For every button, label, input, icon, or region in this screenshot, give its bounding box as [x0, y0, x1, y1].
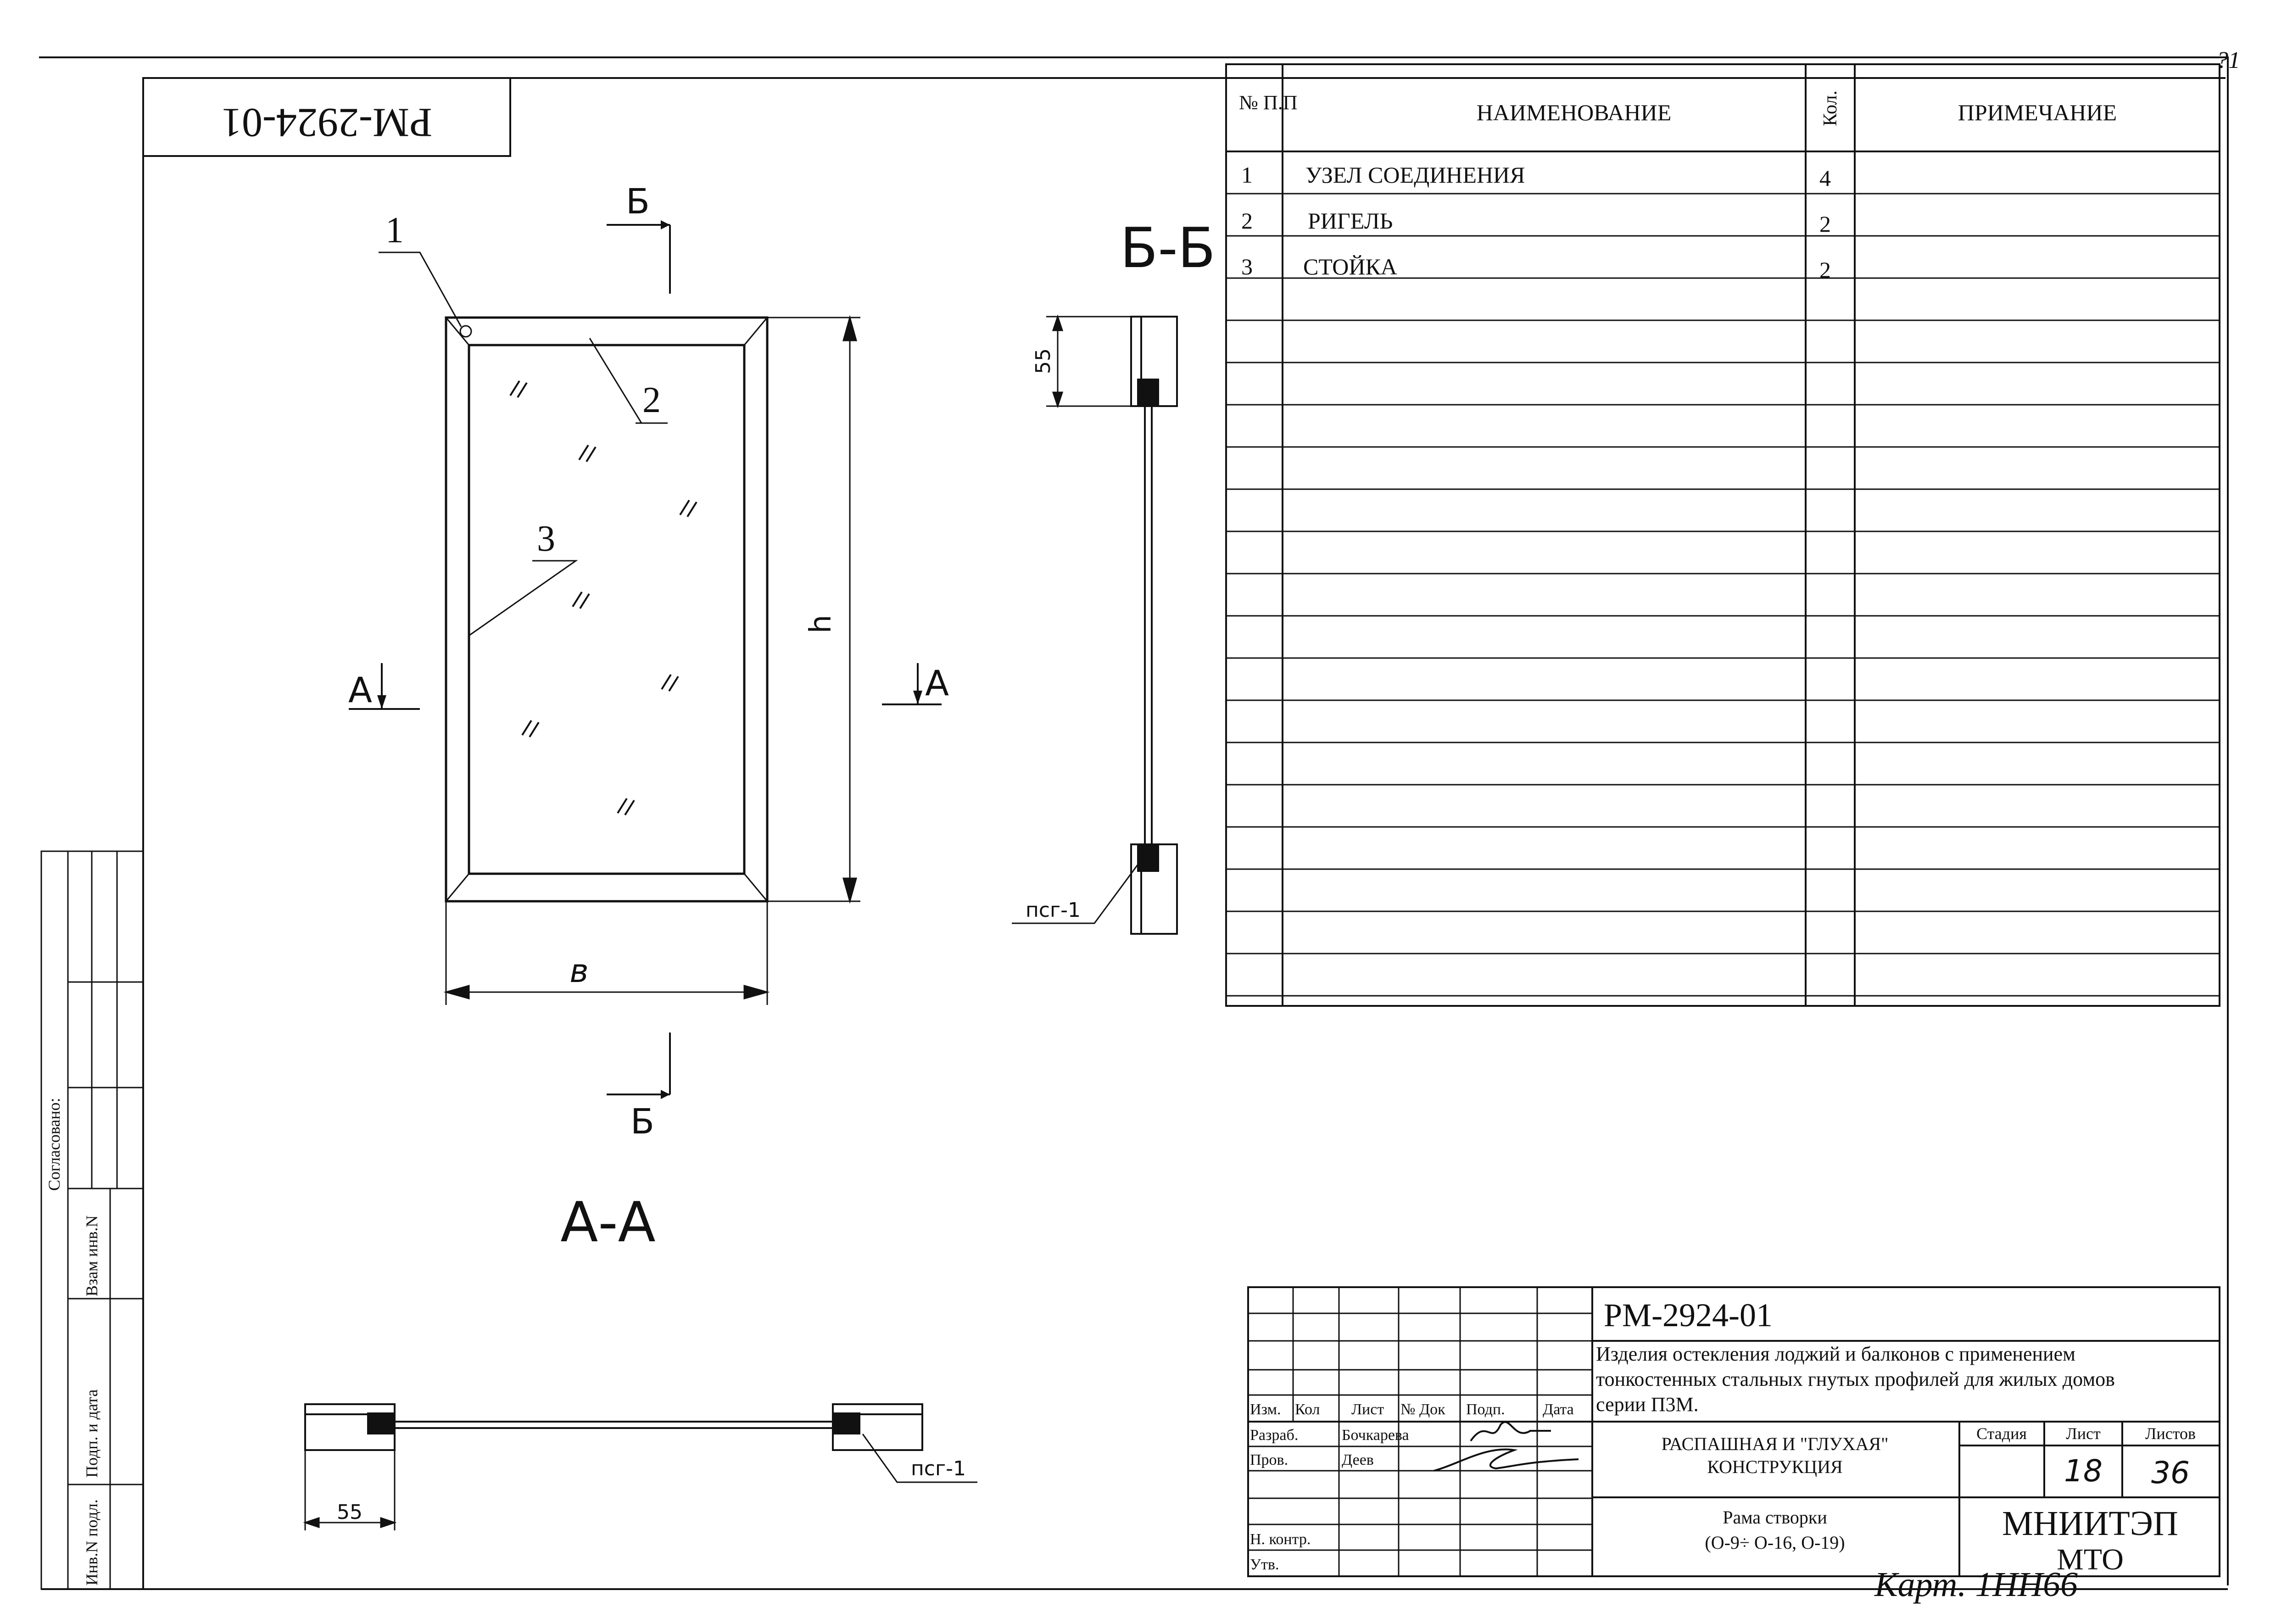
replace-inv-label: Взам инв.N: [83, 1215, 101, 1296]
row-3-qty: 2: [1819, 257, 1831, 283]
callout-3: 3: [537, 519, 555, 559]
col-kol: Кол: [1295, 1401, 1320, 1418]
side-stamp: Согласовано: Взам инв.N Подп. и дата Инв…: [40, 850, 144, 1590]
a-arrow-left: [377, 695, 386, 709]
sheets-label: Листов: [2145, 1424, 2196, 1443]
sheets-value: 36: [2151, 1455, 2190, 1490]
construction-line-2: КОНСТРУКЦИЯ: [1707, 1457, 1842, 1477]
role-approved: Утв.: [1250, 1556, 1279, 1573]
row-3-num: 3: [1241, 254, 1253, 279]
callout-1: 1: [385, 210, 404, 251]
inv-no-label: Инв.N подл.: [83, 1499, 101, 1585]
section-aa-title: А-А: [560, 1191, 655, 1255]
col-header-note: ПРИМЕЧАНИЕ: [1958, 100, 2117, 125]
section-a-left: А: [348, 670, 372, 710]
desc-line-2: тонкостенных стальных гнутых профилей дл…: [1596, 1368, 2115, 1390]
row-2-num: 2: [1241, 208, 1253, 234]
b-arrow-bottom: [661, 1090, 670, 1099]
sign-date-label: Подп. и дата: [83, 1390, 101, 1478]
table-row: 3 СТОЙКА 2: [1241, 254, 1831, 283]
table-row: 1 УЗЕЛ СОЕДИНЕНИЯ 4: [1241, 162, 1831, 191]
col-doc: № Док: [1400, 1401, 1445, 1418]
glass-hatching: [509, 380, 697, 816]
name-checker: Деев: [1342, 1451, 1374, 1468]
dim-55-horizontal: 55: [337, 1501, 363, 1524]
rotated-code: РМ-2924-01: [221, 100, 432, 145]
frame-elevation: 1 2 3 h в Б Б: [348, 181, 949, 1142]
project-description: Изделия остекления лоджий и балконов с п…: [1596, 1343, 2115, 1416]
col-header-name: НАИМЕНОВАНИЕ: [1477, 100, 1672, 125]
section-aa: А-А 55 псг-1: [303, 1191, 977, 1530]
row-1-name: УЗЕЛ СОЕДИНЕНИЯ: [1305, 162, 1525, 188]
col-izm: Изм.: [1250, 1401, 1281, 1418]
item-line-2: (О-9÷ О-16, О-19): [1705, 1532, 1845, 1553]
section-bb-title: Б-Б: [1120, 217, 1216, 280]
seal-bottom: [1137, 844, 1159, 872]
row-2-qty: 2: [1819, 211, 1831, 237]
seal-right: [833, 1412, 860, 1434]
row-3-name: СТОЙКА: [1303, 254, 1397, 279]
col-sign: Подп.: [1466, 1401, 1505, 1418]
table-row: 2 РИГЕЛЬ 2: [1241, 208, 1831, 237]
stage-label: Стадия: [1976, 1424, 2027, 1443]
desc-line-1: Изделия остекления лоджий и балконов с п…: [1596, 1343, 2075, 1365]
col-list: Лист: [1351, 1401, 1384, 1418]
desc-line-3: серии П3М.: [1596, 1393, 1699, 1416]
row-2-name: РИГЕЛЬ: [1308, 208, 1393, 234]
callout-2: 2: [642, 380, 661, 420]
role-developer: Разраб.: [1250, 1427, 1298, 1444]
name-developer: Бочкарева: [1342, 1427, 1409, 1444]
agreed-label: Согласовано:: [45, 1098, 63, 1191]
section-b-bottom: Б: [630, 1101, 654, 1142]
col-header-num: № П.П: [1239, 91, 1298, 114]
signatures: [1434, 1421, 1579, 1472]
dimension-h: h: [804, 615, 838, 634]
seal-left: [367, 1412, 395, 1434]
item-line-1: Рама створки: [1723, 1507, 1827, 1528]
section-a-right: А: [925, 663, 949, 703]
sheet-value: 18: [2064, 1453, 2103, 1489]
org-line-2: МТО: [2057, 1543, 2124, 1576]
role-checker: Пров.: [1250, 1451, 1288, 1468]
col-header-qty: Кол.: [1820, 90, 1841, 126]
col-date: Дата: [1543, 1401, 1574, 1418]
rotated-code-box: РМ-2924-01: [142, 77, 511, 157]
node-mark: [459, 325, 472, 338]
section-bb: Б-Б 55 псг-1: [1012, 217, 1216, 935]
dim-55-vertical: 55: [1032, 348, 1055, 374]
dimension-b: в: [569, 952, 588, 990]
b-arrow-top: [661, 220, 670, 229]
role-norm-control: Н. контр.: [1250, 1531, 1311, 1548]
title-code: РМ-2924-01: [1604, 1297, 1773, 1334]
seal-label-bb: псг-1: [1026, 899, 1081, 922]
seal-label-aa: псг-1: [911, 1457, 966, 1480]
a-arrow-right: [913, 691, 922, 704]
row-1-num: 1: [1241, 162, 1253, 188]
handwritten-note: Карт. 1НН66: [1874, 1565, 2078, 1604]
org-line-1: МНИИТЭП: [2002, 1504, 2178, 1543]
row-1-qty: 4: [1819, 165, 1831, 191]
section-b-top: Б: [626, 181, 650, 222]
construction-line-1: РАСПАШНАЯ И "ГЛУХАЯ": [1662, 1434, 1889, 1454]
title-block: РМ-2924-01 Изделия остекления лоджий и б…: [1247, 1286, 2220, 1577]
seal-top: [1137, 379, 1159, 406]
sheet-label: Лист: [2066, 1424, 2101, 1443]
spec-table: № П.П НАИМЕНОВАНИЕ Кол. ПРИМЕЧАНИЕ 1 УЗЕ…: [1225, 63, 2220, 1007]
